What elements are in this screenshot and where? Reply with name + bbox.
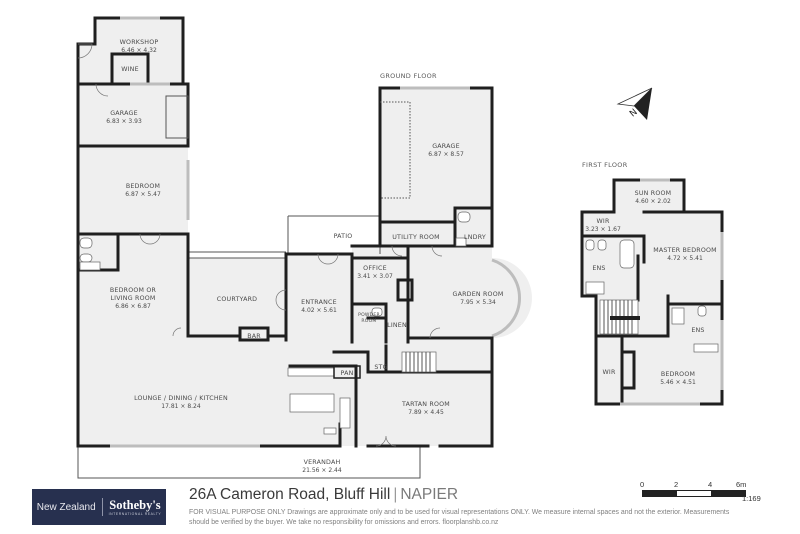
dims-garage-west: 6.83 × 3.93: [106, 118, 142, 125]
dims-bedroom-living: 6.86 × 6.87: [115, 303, 151, 310]
scale-bar-graphic: [642, 490, 746, 497]
dims-garden: 7.95 × 5.34: [460, 299, 496, 306]
dims-wir-master: 3.23 × 1.67: [585, 226, 621, 233]
room-garage-west: GARAGE: [110, 110, 138, 117]
dims-workshop: 6.46 × 4.32: [121, 47, 157, 54]
room-garage-east: GARAGE: [432, 143, 460, 150]
dims-verandah: 21.56 × 2.44: [302, 467, 342, 474]
room-wine: WINE: [121, 66, 139, 73]
dims-bedroom-first: 5.46 × 4.51: [660, 379, 696, 386]
dims-tartan: 7.89 × 4.45: [408, 409, 444, 416]
room-entrance: ENTRANCE: [301, 299, 337, 306]
scale-bar: 0 2 4 6m 1:169: [632, 480, 772, 510]
disclaimer-text: FOR VISUAL PURPOSE ONLY Drawings are app…: [189, 509, 730, 526]
room-sun-room: SUN ROOM: [635, 190, 672, 197]
ground-floor-label: GROUND FLOOR: [380, 72, 437, 80]
first-floor: FIRST FLOOR SUN ROOM 4.60 × 2.02 WIR 3.2…: [580, 161, 724, 406]
room-bedroom: BEDROOM: [126, 183, 160, 190]
room-workshop: WORKSHOP: [120, 39, 159, 46]
dims-garage-east: 6.87 × 8.57: [428, 151, 464, 158]
ground-floor: GROUND FLOOR WORKSHOP 6.46 × 4.32 WINE G…: [76, 16, 532, 479]
dims-lounge: 17.81 × 8.24: [161, 403, 201, 410]
room-bedroom-living-line2: LIVING ROOM: [110, 295, 155, 302]
room-master-bedroom: MASTER BEDROOM: [653, 247, 717, 254]
stairs-first: [599, 299, 640, 335]
logo-brand-name: Sotheby's: [109, 497, 161, 512]
scale-ratio: 1:169: [742, 494, 761, 503]
logo-tagline: INTERNATIONAL REALTY: [108, 511, 162, 516]
room-bedroom-living-line1: BEDROOM OR: [110, 287, 157, 294]
dims-bedroom: 6.87 × 5.47: [125, 191, 161, 198]
room-courtyard: COURTYARD: [217, 296, 257, 303]
address-city: NAPIER: [400, 486, 459, 503]
room-lounge: LOUNGE / DINING / KITCHEN: [134, 395, 228, 402]
scale-tick: 4: [708, 480, 713, 489]
room-wir-master: WIR: [596, 218, 609, 225]
scale-tick: 2: [674, 480, 679, 489]
property-address: 26A Cameron Road, Bluff Hill|NAPIER: [189, 486, 458, 504]
room-ensuite-west: ENS: [592, 265, 605, 272]
room-patio: PATIO: [334, 233, 353, 240]
compass-label: N: [628, 107, 640, 119]
room-powder-line1: POWDER: [358, 312, 380, 318]
room-utility: UTILITY ROOM: [392, 234, 440, 241]
room-bedroom-first: BEDROOM: [661, 371, 695, 378]
dims-master-bedroom: 4.72 × 5.41: [667, 255, 703, 262]
scale-tick: 6m: [736, 480, 747, 489]
dims-sun-room: 4.60 × 2.02: [635, 198, 671, 205]
room-powder-line2: ROOM: [361, 318, 376, 324]
logo-region: New Zealand: [36, 501, 96, 513]
room-laundry: LNDRY: [464, 234, 486, 241]
room-ensuite-east: ENS: [691, 327, 704, 334]
room-storage: STG: [374, 364, 387, 371]
logo-brand: Sotheby's INTERNATIONAL REALTY: [108, 497, 162, 516]
room-garden: GARDEN ROOM: [452, 291, 503, 298]
room-verandah: VERANDAH: [304, 459, 341, 466]
room-pantry: PAN: [340, 370, 353, 377]
address-separator: |: [393, 486, 398, 503]
room-linen: LINEN: [387, 322, 407, 329]
room-office: OFFICE: [363, 265, 387, 272]
first-floor-label: FIRST FLOOR: [582, 161, 628, 169]
brand-logo: New Zealand Sotheby's INTERNATIONAL REAL…: [32, 489, 166, 525]
scale-tick: 0: [640, 480, 645, 489]
dims-entrance: 4.02 × 5.61: [301, 307, 337, 314]
address-street: 26A Cameron Road, Bluff Hill: [189, 486, 391, 503]
dims-office: 3.41 × 3.07: [357, 273, 393, 280]
room-tartan: TARTAN ROOM: [401, 401, 450, 408]
room-bar: BAR: [247, 333, 261, 340]
stairs-ground: [401, 351, 437, 373]
logo-divider: [101, 498, 103, 516]
room-wir-bedroom: WIR: [602, 369, 615, 376]
north-arrow-icon: N: [616, 87, 653, 120]
